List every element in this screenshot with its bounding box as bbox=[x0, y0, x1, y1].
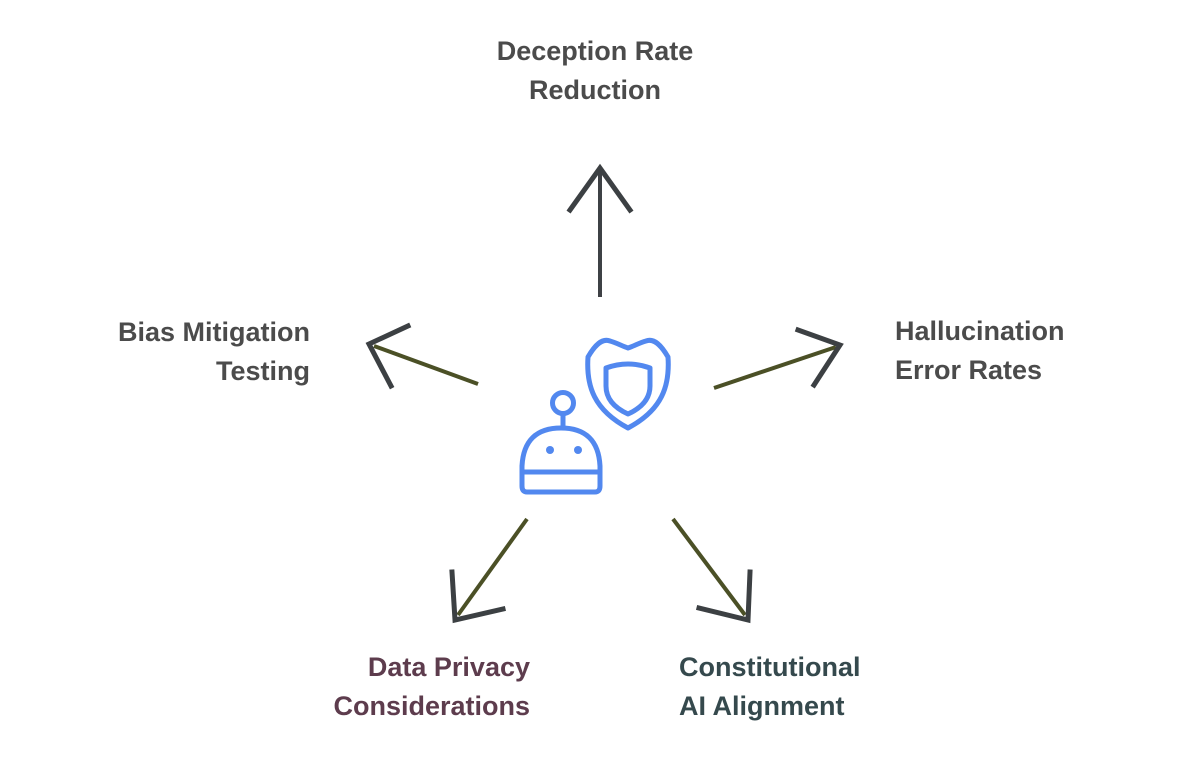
node-data-privacy-considerations: Data Privacy Considerations bbox=[270, 648, 530, 726]
node-label-line: Testing bbox=[216, 356, 310, 386]
robot-icon bbox=[519, 390, 603, 495]
node-constitutional-ai-alignment: Constitutional AI Alignment bbox=[679, 648, 959, 726]
node-label-line: Hallucination bbox=[895, 316, 1065, 346]
node-bias-mitigation-testing: Bias Mitigation Testing bbox=[50, 313, 310, 391]
node-label-line: Data Privacy bbox=[367, 652, 530, 682]
node-label-line: Constitutional bbox=[679, 652, 861, 682]
node-label-line: AI Alignment bbox=[679, 691, 845, 721]
arrow-upper-right bbox=[713, 326, 844, 390]
node-hallucination-error-rates: Hallucination Error Rates bbox=[895, 312, 1175, 390]
node-label-line: Bias Mitigation bbox=[117, 317, 310, 347]
arrow-lower-left bbox=[449, 517, 529, 624]
node-label-line: Considerations bbox=[333, 691, 530, 721]
arrow-upper-left bbox=[365, 322, 479, 390]
node-deception-rate-reduction: Deception Rate Reduction bbox=[395, 32, 795, 110]
arrow-lower-right bbox=[671, 517, 753, 624]
node-label-line: Reduction bbox=[529, 75, 661, 105]
arrow-up bbox=[566, 163, 634, 297]
node-label-line: Error Rates bbox=[895, 355, 1043, 385]
node-label-line: Deception Rate bbox=[496, 36, 694, 66]
shield-icon bbox=[585, 337, 671, 431]
